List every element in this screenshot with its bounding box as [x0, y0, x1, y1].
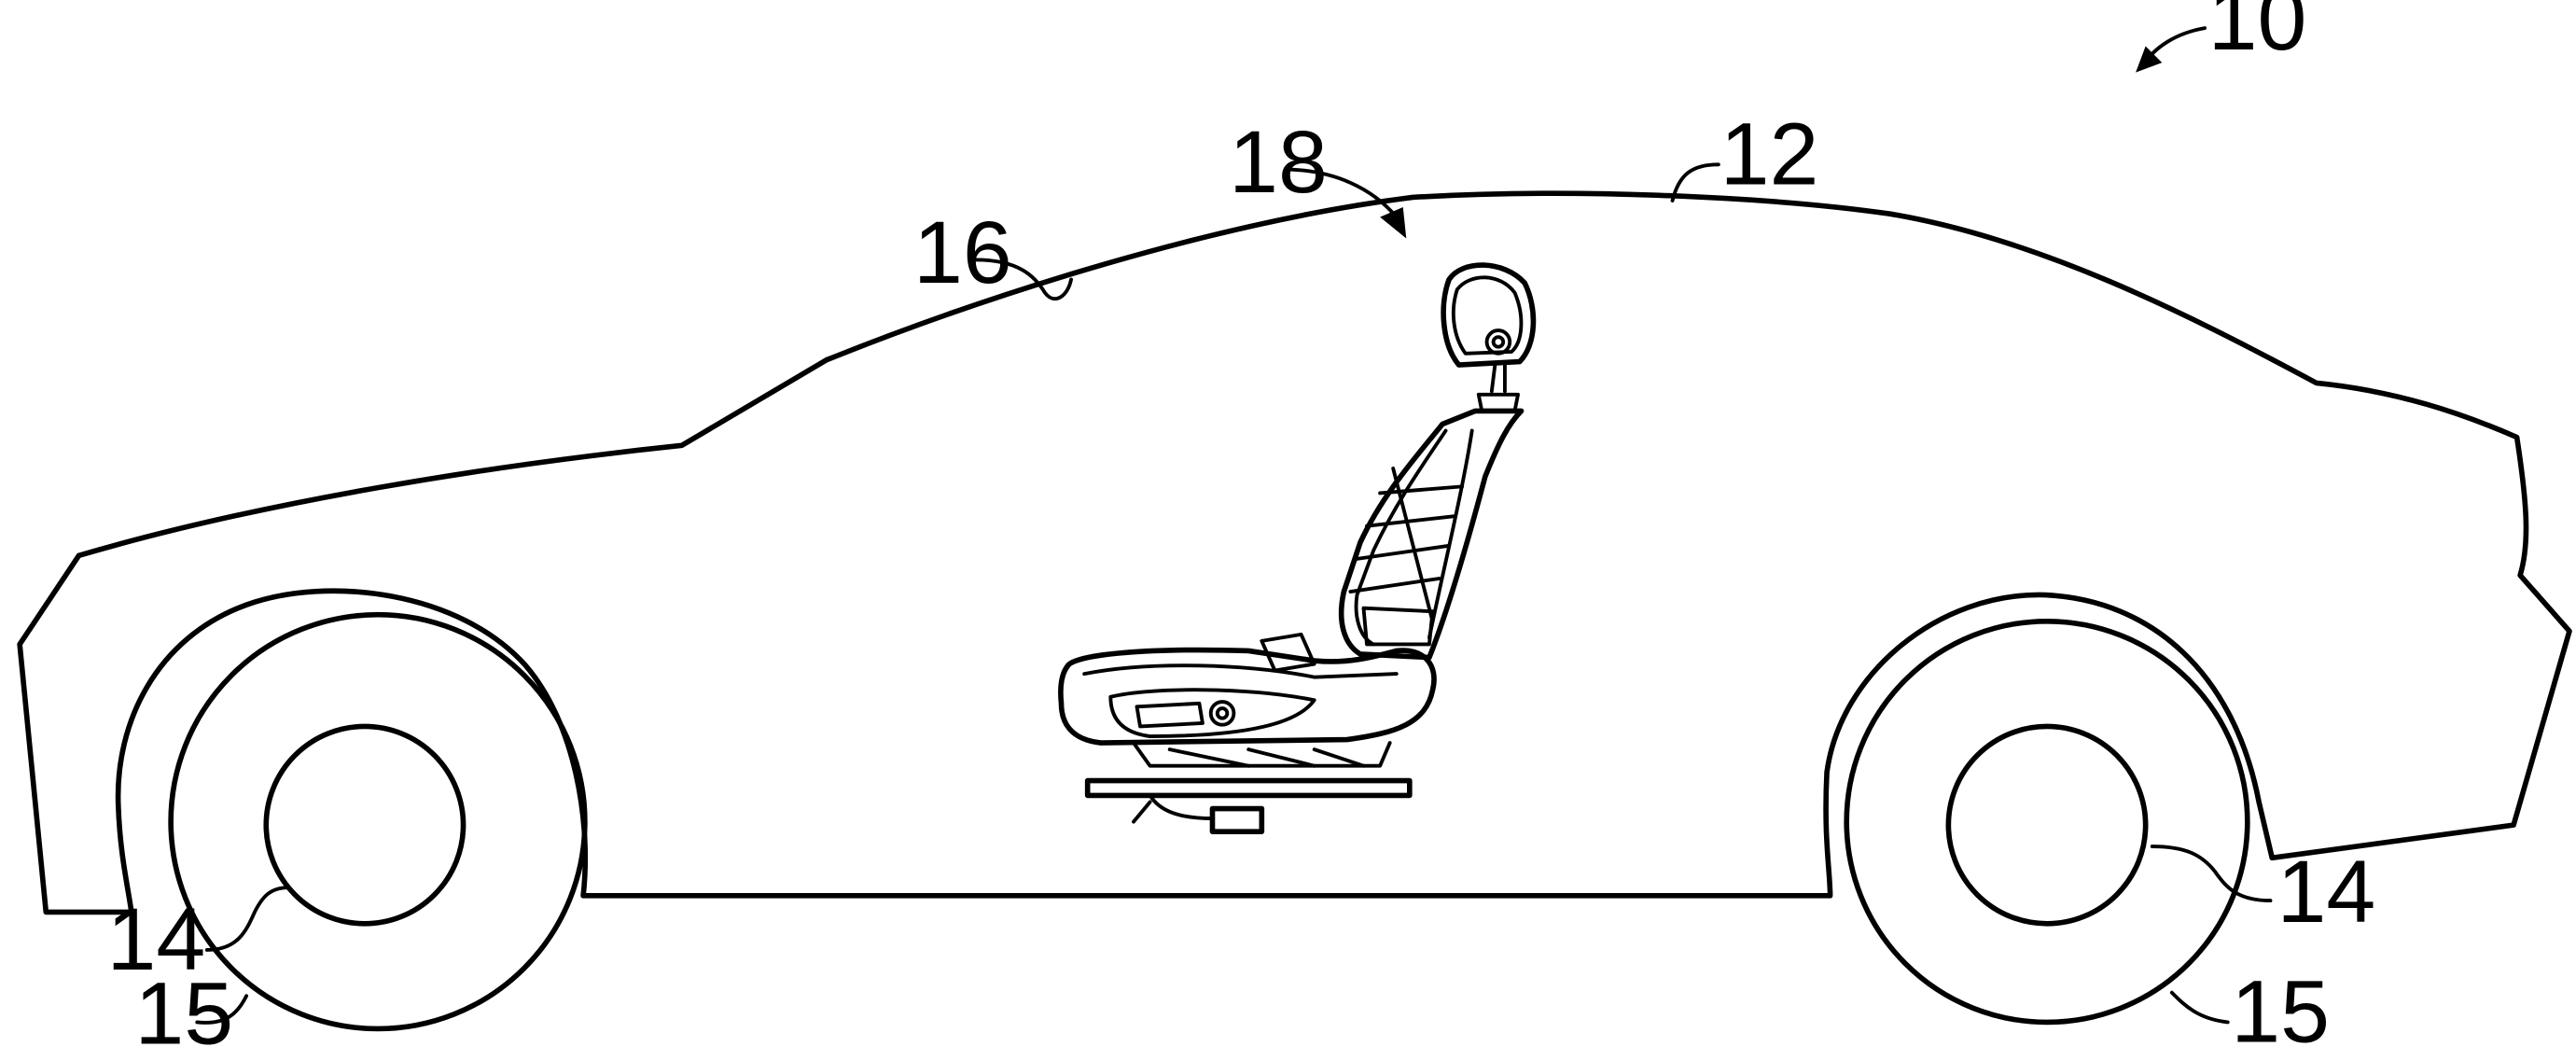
label-16: 16 [913, 203, 1012, 302]
front-rim [263, 723, 466, 927]
vehicle-body-outline [17, 190, 2572, 915]
label-14-rear: 14 [2277, 843, 2376, 942]
label-18: 18 [1229, 113, 1328, 212]
label-10: 10 [2208, 0, 2307, 69]
seat-track [1084, 777, 1413, 799]
leader-16 [974, 258, 1074, 300]
seat-assembly [1058, 262, 1537, 834]
label-14-front: 14 [106, 890, 205, 989]
label-12: 12 [1720, 105, 1819, 203]
arrow-18-head [1380, 207, 1407, 239]
seat-headrest [1441, 262, 1537, 368]
leader-15-front [195, 994, 249, 1025]
front-tire-outer [168, 611, 588, 1032]
leader-14-rear [2150, 845, 2273, 903]
leader-14-front [204, 886, 291, 952]
arrow-10-head [2136, 46, 2163, 73]
seat-cushion [1058, 647, 1437, 746]
leader-18 [1288, 167, 1399, 219]
label-15-rear: 15 [2231, 963, 2330, 1047]
seat-motor [1209, 805, 1265, 834]
leader-15-rear [2169, 990, 2230, 1025]
label-15-front: 15 [134, 964, 233, 1047]
seat-back [1338, 408, 1525, 661]
rear-tire-outer [1844, 618, 2250, 1026]
leader-12 [1670, 162, 1720, 202]
rear-rim [1945, 723, 2149, 927]
